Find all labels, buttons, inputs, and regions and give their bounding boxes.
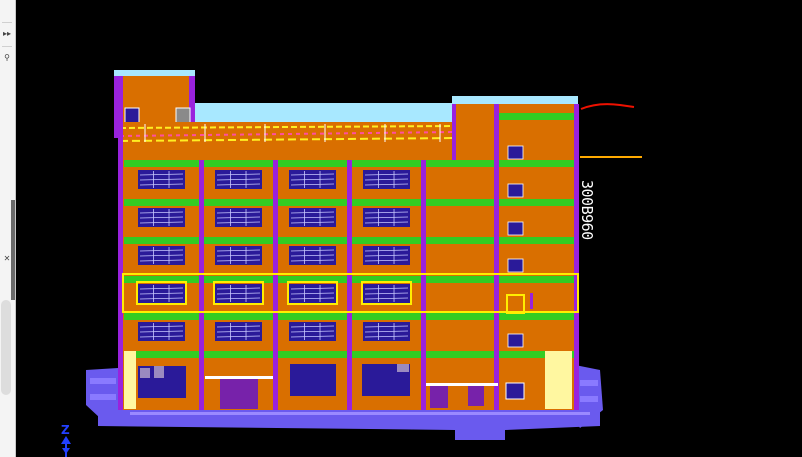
window [138, 170, 185, 189]
window [363, 322, 410, 341]
dimension-label: 300B960 [578, 180, 596, 240]
window [363, 170, 410, 189]
window [289, 322, 336, 341]
small-window [507, 258, 524, 273]
facade [118, 76, 579, 410]
window [138, 322, 185, 341]
small-window [507, 333, 524, 348]
window [363, 208, 410, 227]
selected-floor-highlight[interactable] [122, 273, 579, 313]
close-icon[interactable]: ✕ [3, 254, 11, 263]
left-toolbar: ▸▸ ⚲ ✕ [0, 0, 16, 457]
window-grid [138, 170, 410, 341]
expand-panel-icon[interactable]: ▸▸ [2, 29, 12, 38]
window [138, 208, 185, 227]
z-axis-gizmo [61, 436, 71, 457]
window [289, 208, 336, 227]
toolbar-divider [2, 46, 12, 47]
window [138, 284, 185, 303]
small-window [507, 221, 524, 236]
window [289, 170, 336, 189]
roof-area [119, 96, 578, 160]
ground-floor [124, 351, 572, 409]
small-window-column [507, 145, 524, 348]
panel-scrollbar[interactable] [11, 200, 15, 300]
window [363, 284, 410, 303]
foundation [86, 365, 603, 440]
window [289, 284, 336, 303]
window [138, 246, 185, 265]
search-icon[interactable]: ⚲ [4, 53, 10, 62]
window [215, 322, 262, 341]
axis-z-label: Z [61, 423, 70, 437]
selected-window-highlights [136, 281, 533, 314]
red-annotation-line[interactable] [580, 103, 635, 110]
small-window [507, 145, 524, 160]
window [215, 170, 262, 189]
panel-scroll-track[interactable] [1, 300, 11, 395]
window [215, 208, 262, 227]
window [289, 246, 336, 265]
toolbar-divider [2, 22, 12, 23]
window [363, 246, 410, 265]
window [215, 284, 262, 303]
small-window [507, 183, 524, 198]
window [215, 246, 262, 265]
